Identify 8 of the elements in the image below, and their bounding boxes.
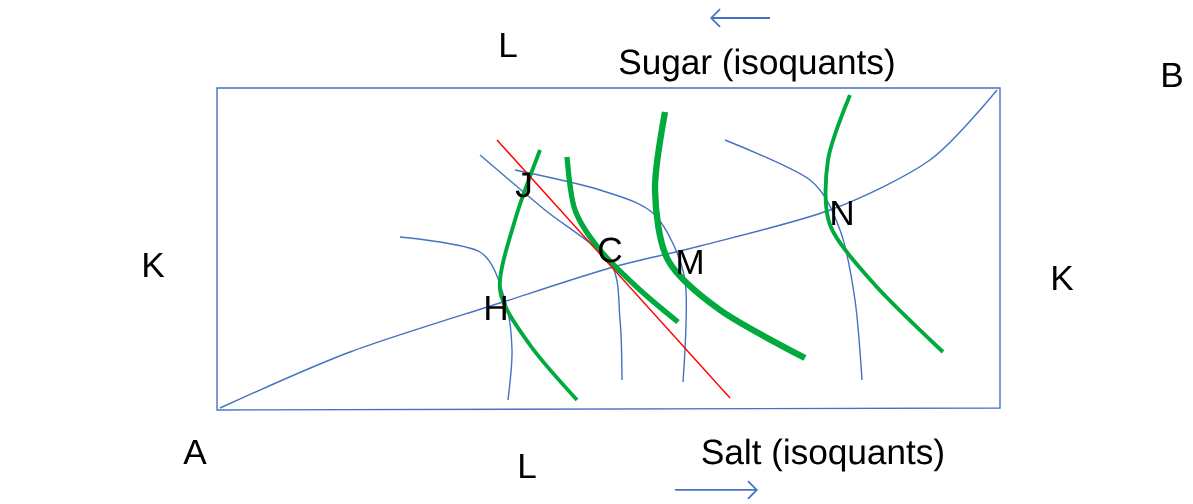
axis-label: L <box>520 453 536 479</box>
axis-label: L <box>501 32 517 58</box>
axis-label: Sugar (isoquants) <box>619 48 894 82</box>
axis-label: Salt (isoquants) <box>702 438 943 472</box>
axis-label: A <box>183 439 207 465</box>
axis-label: K <box>144 252 165 278</box>
axis-label: K <box>1053 265 1074 291</box>
axis-label: B <box>1163 62 1182 88</box>
